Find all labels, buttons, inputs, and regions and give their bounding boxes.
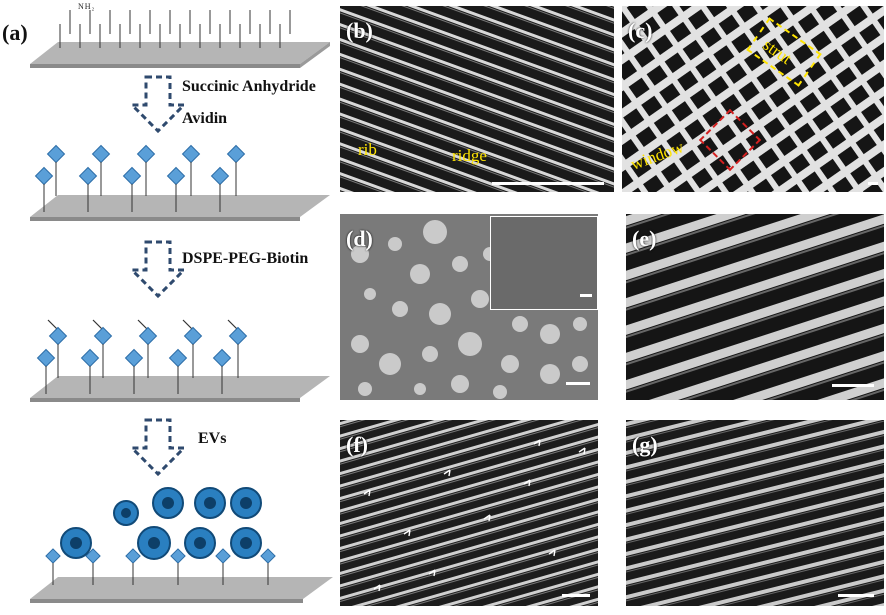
sem-panel-e <box>626 214 884 400</box>
panel-label-a: (a) <box>2 20 28 45</box>
panel-label-f: (f) <box>346 432 368 457</box>
step-avidin: Avidin <box>182 110 228 127</box>
substrate-ev-layer <box>28 485 333 610</box>
annotation-rib: rib <box>358 140 377 159</box>
sem-panel-f <box>340 420 598 606</box>
panel-label-b: (b) <box>346 18 373 43</box>
panel-label-c: (c) <box>628 18 653 43</box>
panel-label-e: (e) <box>632 226 657 251</box>
dashed-arrow-2 <box>128 240 188 305</box>
sem-panel-b <box>340 6 614 192</box>
panel-label-g: (g) <box>632 432 658 457</box>
annotation-ridge: ridge <box>452 146 487 165</box>
scale-bar-d <box>566 382 590 385</box>
substrate-avidin-layer <box>30 140 330 225</box>
scale-bar-d-inset <box>580 294 592 297</box>
dashed-arrow-1 <box>128 75 188 140</box>
panel-label-d: (d) <box>346 226 373 251</box>
scale-bar-g <box>838 594 874 597</box>
step-evs: EVs <box>198 430 227 447</box>
amine-label-row: NH₂ <box>78 2 95 11</box>
sem-panel-g <box>626 420 884 606</box>
substrate-amine-layer: NH₂ <box>30 2 330 72</box>
scale-bar-b <box>492 182 604 185</box>
step-succinic-anhydride: Succinic Anhydride <box>182 78 316 95</box>
step-dspe-peg-biotin: DSPE-PEG-Biotin <box>182 250 309 267</box>
scale-bar-f <box>562 594 590 597</box>
dashed-arrow-3 <box>128 418 188 483</box>
scale-bar-e <box>832 384 874 387</box>
substrate-biotin-layer <box>30 318 330 408</box>
scale-bar-c <box>868 182 878 185</box>
sem-panel-c <box>622 6 884 192</box>
amine-label: NH₂ <box>78 2 96 11</box>
